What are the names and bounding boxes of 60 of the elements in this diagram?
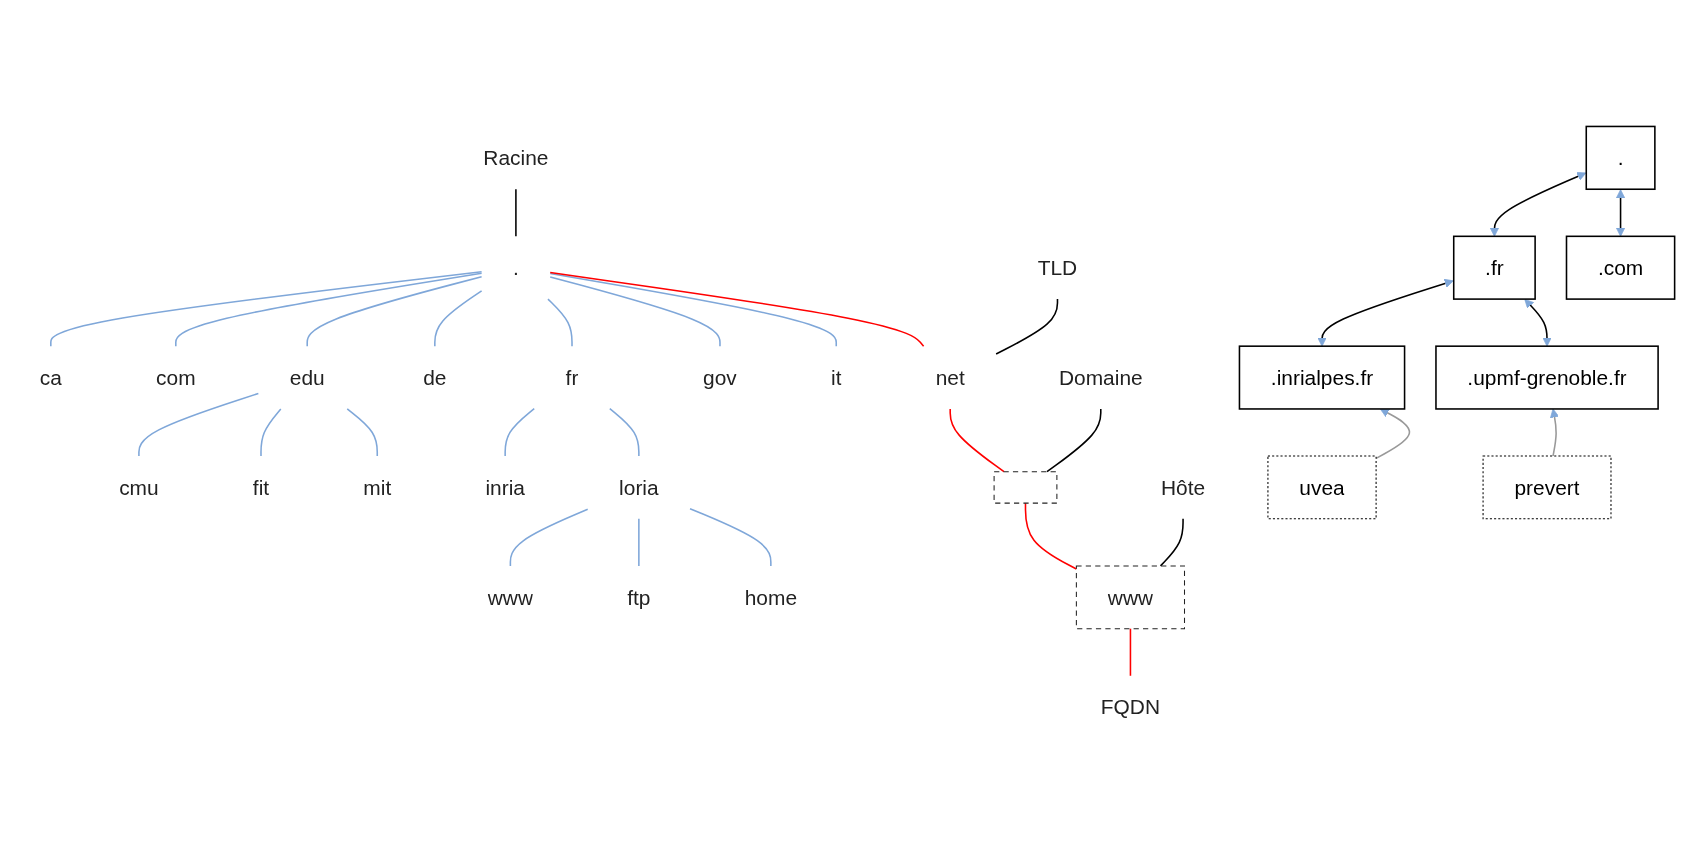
connector	[549, 271, 925, 347]
node-box: .	[1585, 125, 1656, 190]
node-text: Domaine	[1058, 366, 1143, 390]
node-box: .inrialpes.fr	[1238, 345, 1406, 410]
node-text: de	[423, 366, 447, 390]
node-text: it	[831, 366, 842, 390]
node-text: FQDN	[1100, 695, 1161, 719]
node-text: net	[935, 366, 965, 390]
node-text: fr	[565, 366, 579, 390]
arrow	[1317, 278, 1454, 347]
node-box: www	[1075, 565, 1186, 630]
arrow	[1524, 299, 1552, 347]
node-text: ca	[39, 366, 62, 390]
arrow	[1375, 408, 1411, 460]
connector	[346, 408, 379, 457]
node-box: uvea	[1267, 455, 1377, 520]
node-text: loria	[619, 475, 659, 499]
connector	[549, 272, 838, 347]
connector	[547, 298, 573, 347]
node-box	[993, 471, 1058, 504]
node-box: .fr	[1452, 235, 1536, 300]
connector	[509, 508, 589, 567]
connector	[995, 298, 1059, 355]
connector	[1159, 518, 1184, 567]
node-text: www	[487, 585, 534, 609]
node-text: edu	[289, 366, 325, 390]
node-text: Racine	[483, 146, 549, 170]
connector	[306, 275, 483, 347]
connector	[1129, 627, 1132, 677]
arrow	[1489, 172, 1587, 237]
arrow	[1550, 408, 1560, 457]
connector	[175, 272, 483, 347]
node-text: .	[513, 256, 519, 280]
node-box: .upmf-grenoble.fr	[1435, 345, 1659, 410]
connector	[515, 188, 517, 238]
connector	[1024, 502, 1078, 570]
connector	[50, 270, 483, 347]
connector	[1046, 408, 1102, 473]
connector	[638, 518, 640, 567]
node-text: inria	[485, 475, 525, 499]
connector	[949, 408, 1005, 473]
connector	[609, 407, 640, 457]
node-text: TLD	[1037, 256, 1078, 280]
connector	[504, 407, 535, 457]
node-text: gov	[703, 366, 737, 390]
connector	[549, 276, 721, 347]
node-box: prevert	[1482, 455, 1612, 520]
connector	[138, 392, 260, 457]
node-text: Hôte	[1160, 475, 1206, 499]
connector	[434, 290, 483, 347]
arrow	[1615, 189, 1626, 237]
connector	[689, 507, 772, 567]
node-text: com	[156, 366, 196, 390]
node-text: ftp	[627, 585, 651, 609]
node-text: mit	[363, 475, 392, 499]
node-text: home	[744, 585, 798, 609]
node-text: fit	[252, 475, 270, 499]
connector	[260, 408, 282, 457]
node-text: cmu	[119, 475, 159, 499]
node-box: .com	[1565, 235, 1676, 300]
